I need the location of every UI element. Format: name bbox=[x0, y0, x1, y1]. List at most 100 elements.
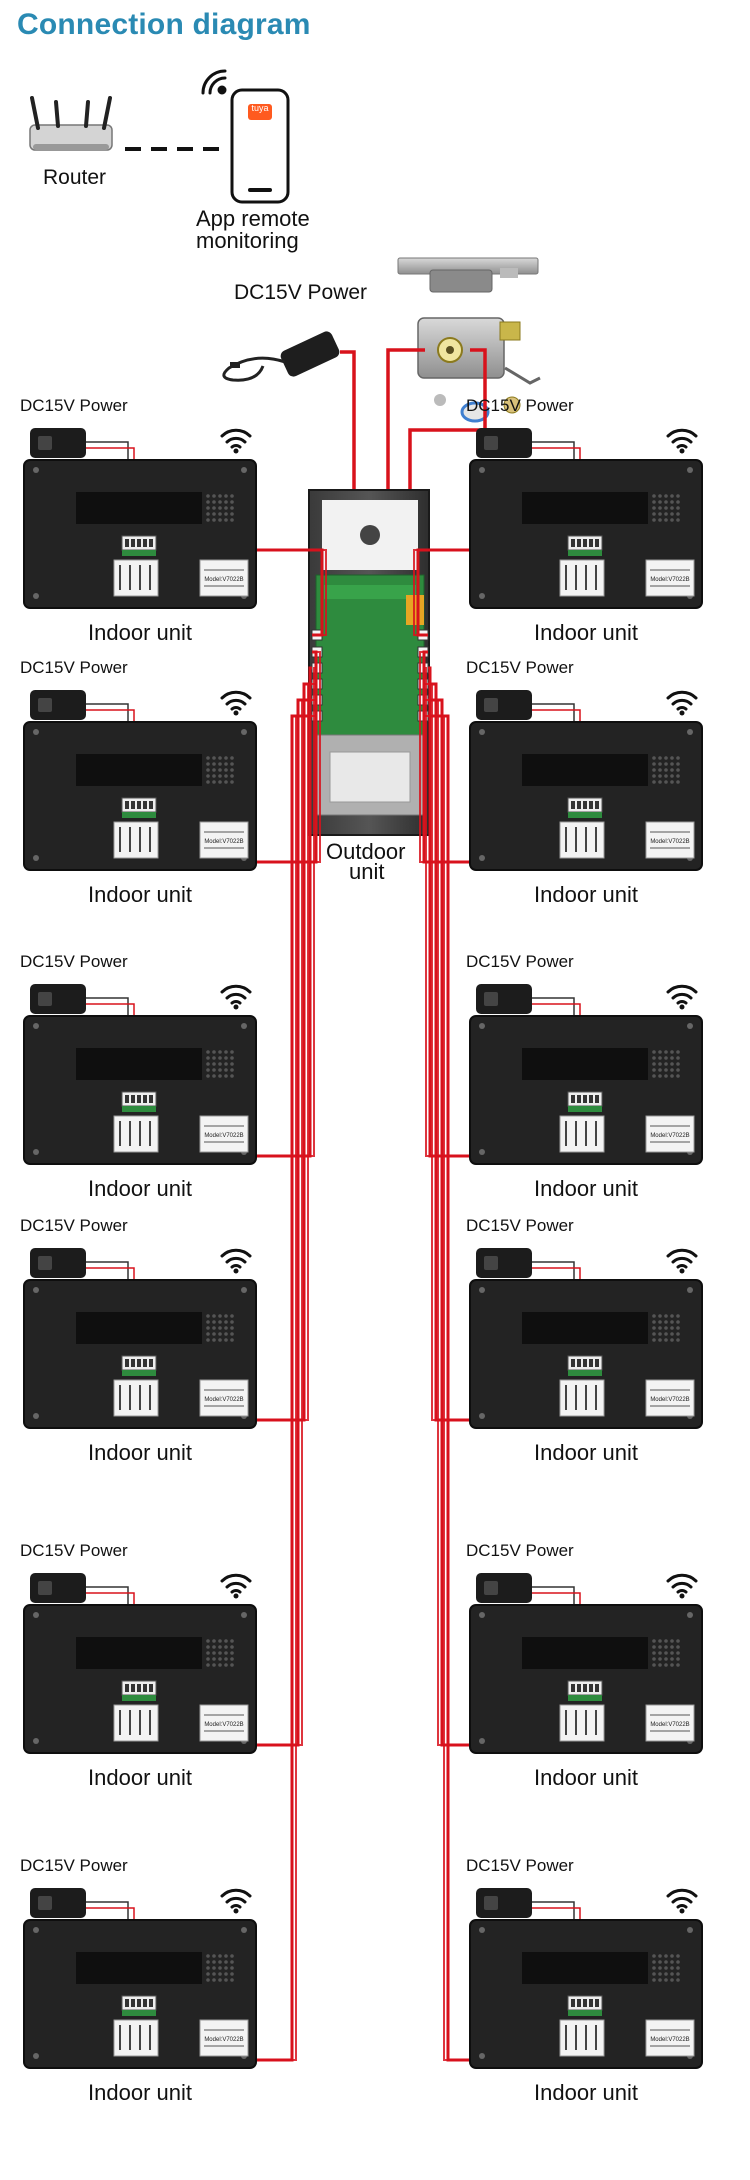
power-adapter-icon bbox=[30, 1248, 86, 1278]
wifi-icon bbox=[666, 984, 698, 1010]
app-badge: tuya bbox=[251, 103, 269, 113]
model-label: Model:V7022B bbox=[204, 839, 243, 845]
model-label: Model:V7022B bbox=[650, 839, 689, 845]
indoor-power-label: DC15V Power bbox=[466, 658, 574, 677]
model-label: Model:V7022B bbox=[204, 577, 243, 583]
model-label: Model:V7022B bbox=[650, 577, 689, 583]
speaker-grill bbox=[652, 494, 680, 522]
app-label-line1: App remote bbox=[196, 206, 310, 231]
outdoor-label-line2: unit bbox=[349, 859, 385, 884]
indoor-unit-label: Indoor unit bbox=[534, 620, 638, 645]
indoor-unit-7: Model:V7022B bbox=[23, 1248, 257, 1429]
power-adapter-icon bbox=[30, 1888, 86, 1918]
power-adapter-icon bbox=[30, 690, 86, 720]
wifi-icon bbox=[220, 428, 252, 454]
speaker-grill bbox=[206, 1954, 234, 1982]
wifi-icon bbox=[666, 1573, 698, 1599]
outdoor-unit bbox=[308, 489, 430, 836]
wifi-icon bbox=[220, 1248, 252, 1274]
wifi-icon bbox=[220, 1573, 252, 1599]
wifi-icon bbox=[220, 690, 252, 716]
speaker-grill bbox=[652, 1050, 680, 1078]
model-label: Model:V7022B bbox=[650, 1397, 689, 1403]
indoor-unit-label: Indoor unit bbox=[88, 882, 192, 907]
model-label: Model:V7022B bbox=[650, 1133, 689, 1139]
model-label: Model:V7022B bbox=[650, 2037, 689, 2043]
wifi-icon bbox=[220, 984, 252, 1010]
wifi-icon bbox=[201, 69, 227, 95]
model-label: Model:V7022B bbox=[204, 1397, 243, 1403]
indoor-unit-1: Model:V7022B bbox=[23, 428, 257, 609]
app-label-line2: monitoring bbox=[196, 228, 299, 253]
indoor-unit-9: Model:V7022B bbox=[23, 1573, 257, 1754]
power-adapter-icon bbox=[476, 984, 532, 1014]
indoor-power-label: DC15V Power bbox=[466, 1856, 574, 1875]
indoor-power-label: DC15V Power bbox=[466, 1216, 574, 1235]
indoor-unit-3: Model:V7022B bbox=[23, 690, 257, 871]
indoor-power-label: DC15V Power bbox=[20, 1216, 128, 1235]
model-label: Model:V7022B bbox=[204, 1133, 243, 1139]
speaker-grill bbox=[206, 1050, 234, 1078]
indoor-power-label: DC15V Power bbox=[20, 1856, 128, 1875]
power-adapter-icon bbox=[30, 428, 86, 458]
indoor-unit-2: Model:V7022B bbox=[469, 428, 703, 609]
speaker-grill bbox=[652, 756, 680, 784]
indoor-unit-label: Indoor unit bbox=[88, 1176, 192, 1201]
phone-icon bbox=[230, 88, 290, 204]
indoor-unit-label: Indoor unit bbox=[534, 882, 638, 907]
power-adapter-icon bbox=[476, 428, 532, 458]
wifi-icon bbox=[666, 428, 698, 454]
power-adapter-icon bbox=[476, 1888, 532, 1918]
indoor-unit-label: Indoor unit bbox=[88, 1440, 192, 1465]
power-adapter-icon bbox=[30, 1573, 86, 1603]
power-adapter-icon bbox=[476, 690, 532, 720]
speaker-grill bbox=[206, 494, 234, 522]
indoor-power-label: DC15V Power bbox=[466, 1541, 574, 1560]
indoor-unit-11: Model:V7022B bbox=[23, 1888, 257, 2069]
indoor-unit-label: Indoor unit bbox=[534, 2080, 638, 2105]
power-adapter-icon bbox=[476, 1573, 532, 1603]
indoor-unit-10: Model:V7022B bbox=[469, 1573, 703, 1754]
indoor-unit-5: Model:V7022B bbox=[23, 984, 257, 1165]
indoor-unit-8: Model:V7022B bbox=[469, 1248, 703, 1429]
speaker-grill bbox=[652, 1954, 680, 1982]
indoor-unit-label: Indoor unit bbox=[88, 1765, 192, 1790]
electric-strike-lock-icon bbox=[397, 257, 539, 293]
indoor-power-label: DC15V Power bbox=[20, 396, 128, 415]
wifi-icon bbox=[666, 1888, 698, 1914]
router-label: Router bbox=[43, 166, 107, 189]
wifi-icon bbox=[666, 1248, 698, 1274]
outdoor-label-line1: Outdoor bbox=[326, 839, 406, 864]
wifi-icon bbox=[220, 1888, 252, 1914]
indoor-unit-label: Indoor unit bbox=[88, 620, 192, 645]
router-icon bbox=[29, 96, 113, 151]
power-adapter-icon bbox=[30, 984, 86, 1014]
wifi-icon bbox=[666, 690, 698, 716]
electric-lock-icon bbox=[417, 317, 541, 423]
indoor-unit-6: Model:V7022B bbox=[469, 984, 703, 1165]
indoor-power-label: DC15V Power bbox=[20, 952, 128, 971]
speaker-grill bbox=[206, 756, 234, 784]
model-label: Model:V7022B bbox=[650, 1722, 689, 1728]
indoor-power-label: DC15V Power bbox=[466, 396, 574, 415]
main-power-adapter-icon bbox=[222, 331, 340, 382]
power-adapter-icon bbox=[476, 1248, 532, 1278]
indoor-unit-label: Indoor unit bbox=[534, 1440, 638, 1465]
indoor-unit-12: Model:V7022B bbox=[469, 1888, 703, 2069]
speaker-grill bbox=[206, 1639, 234, 1667]
model-label: Model:V7022B bbox=[204, 2037, 243, 2043]
indoor-unit-4: Model:V7022B bbox=[469, 690, 703, 871]
indoor-unit-label: Indoor unit bbox=[534, 1765, 638, 1790]
indoor-unit-label: Indoor unit bbox=[534, 1176, 638, 1201]
indoor-unit-label: Indoor unit bbox=[88, 2080, 192, 2105]
speaker-grill bbox=[206, 1314, 234, 1342]
indoor-power-label: DC15V Power bbox=[466, 952, 574, 971]
speaker-grill bbox=[652, 1639, 680, 1667]
indoor-power-label: DC15V Power bbox=[20, 1541, 128, 1560]
page-title: Connection diagram bbox=[17, 8, 311, 41]
indoor-power-label: DC15V Power bbox=[20, 658, 128, 677]
speaker-grill bbox=[652, 1314, 680, 1342]
model-label: Model:V7022B bbox=[204, 1722, 243, 1728]
main-power-label: DC15V Power bbox=[234, 281, 368, 304]
